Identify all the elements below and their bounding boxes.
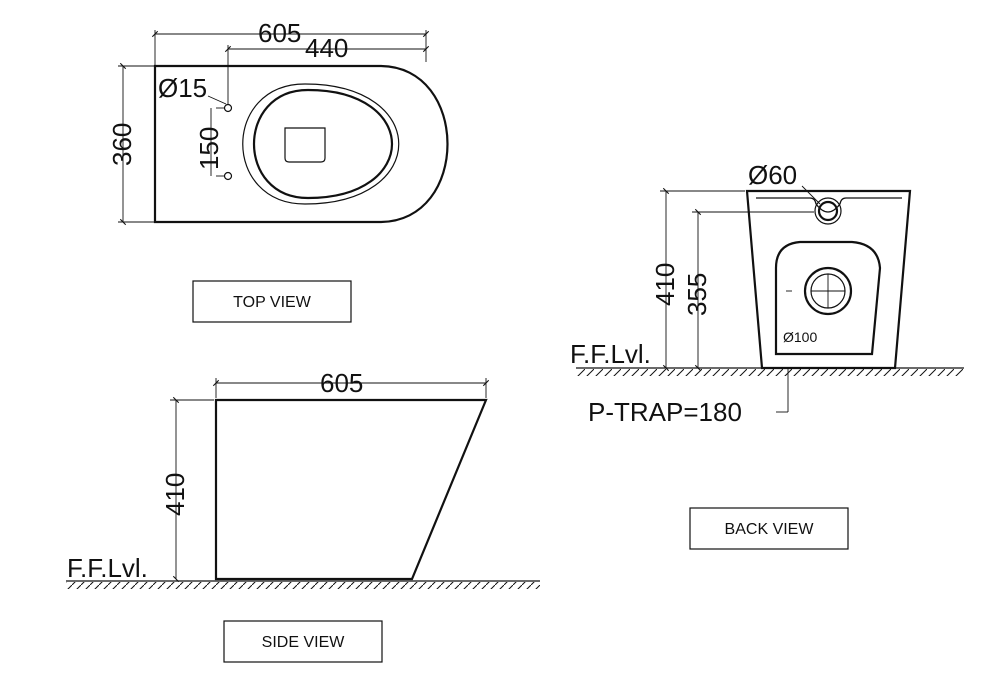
back-dim-outlet-dia: Ø100	[783, 329, 817, 345]
mounting-hole-bottom	[223, 171, 233, 181]
dim-inner-440: 440	[305, 33, 348, 63]
dim-width-360: 360	[107, 123, 137, 166]
side-floor-hatch	[66, 582, 540, 589]
side-dim-length-605: 605	[320, 368, 363, 398]
back-dim-height-410: 410	[650, 263, 680, 306]
side-dim-height-410: 410	[160, 473, 190, 516]
side-floor-label: F.F.Lvl.	[67, 553, 148, 583]
bowl-rim-outer	[242, 83, 400, 205]
dim-length-605: 605	[258, 18, 301, 48]
outlet-pipe	[803, 266, 853, 316]
dim-hole-spacing-150: 150	[194, 127, 224, 170]
mounting-hole-top	[223, 103, 233, 113]
side-view-outline	[214, 398, 488, 581]
back-dim-inlet-height-355: 355	[682, 273, 712, 316]
top-view-label: TOP VIEW	[233, 294, 312, 311]
back-trap-label: P-TRAP=180	[588, 397, 742, 427]
top-view-outline	[153, 64, 449, 224]
back-view-label-box	[689, 507, 849, 550]
back-floor-label: F.F.Lvl.	[570, 339, 651, 369]
top-view: 605 440 360 Ø15 150 TOP VIEW	[107, 18, 449, 323]
top-view-label-box	[192, 280, 352, 323]
back-dim-inlet-dia: Ø60	[748, 160, 797, 190]
back-outlet-opening	[774, 240, 882, 356]
inlet-pipe	[814, 197, 842, 225]
back-view-label: BACK VIEW	[725, 521, 815, 538]
dim-hole-diameter: Ø15	[158, 73, 207, 103]
bowl-outlet	[284, 127, 326, 163]
side-view: 605 410 F.F.Lvl. SIDE VIEW	[66, 368, 540, 663]
bowl-rim-inner	[252, 88, 393, 200]
back-view-outline	[745, 189, 912, 370]
back-view: Ø60 410 355 Ø100 F.F.Lvl. P-TRAP=180 BAC…	[570, 160, 964, 550]
side-view-label-box	[223, 620, 383, 663]
side-view-label: SIDE VIEW	[262, 634, 346, 651]
back-floor-hatch	[576, 369, 964, 376]
